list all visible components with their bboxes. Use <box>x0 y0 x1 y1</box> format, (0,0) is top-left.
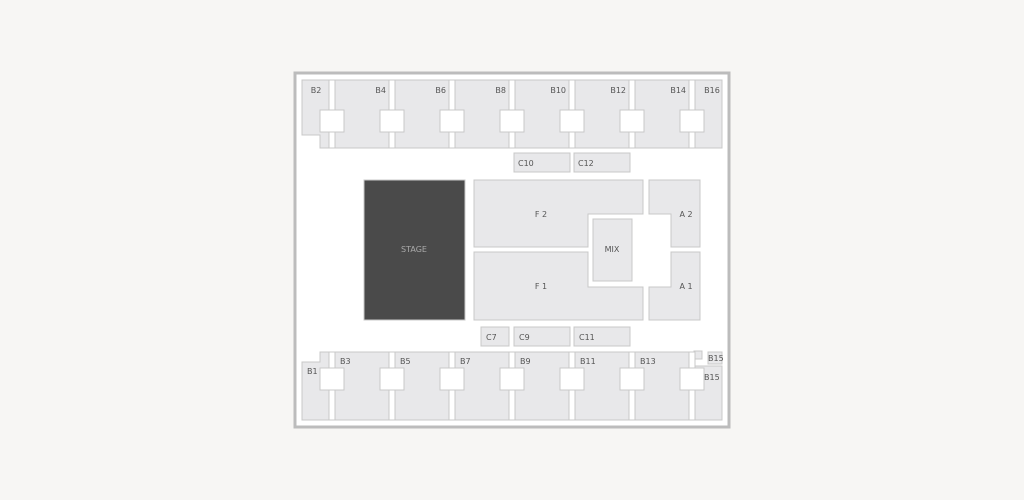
aisle-gap <box>448 79 456 111</box>
aisle-gap <box>508 79 516 111</box>
section-label: A 1 <box>679 282 692 291</box>
aisle-notch <box>679 109 705 133</box>
section-C10[interactable] <box>513 152 571 173</box>
aisle-gap <box>688 131 696 149</box>
aisle-notch <box>499 109 525 133</box>
section-C7[interactable] <box>480 326 510 347</box>
aisle-notch <box>499 367 525 391</box>
section-label: C10 <box>518 159 534 168</box>
section-F1[interactable] <box>473 251 644 321</box>
section-label: B3 <box>340 357 351 366</box>
section-label: B4 <box>375 86 386 95</box>
section-label: B7 <box>460 357 471 366</box>
aisle-gap <box>448 131 456 149</box>
booth-B15[interactable] <box>707 351 723 365</box>
aisle-notch <box>439 109 465 133</box>
section-label: B13 <box>640 357 656 366</box>
section-label: B10 <box>550 86 566 95</box>
aisle-gap <box>568 351 576 369</box>
aisle-gap <box>388 79 396 111</box>
aisle-gap <box>688 389 696 421</box>
section-label: B15 <box>708 354 724 363</box>
section-label: C7 <box>486 333 497 342</box>
section-label: STAGE <box>401 245 427 254</box>
section-label: B12 <box>610 86 626 95</box>
section-label: B16 <box>704 86 720 95</box>
section-A1[interactable] <box>648 251 701 321</box>
aisle-notch <box>619 367 645 391</box>
section-label: B8 <box>495 86 506 95</box>
aisle-gap <box>628 131 636 149</box>
section-label: B5 <box>400 357 411 366</box>
aisle-notch <box>379 109 405 133</box>
aisle-gap <box>448 389 456 421</box>
section-label: B11 <box>580 357 596 366</box>
aisle-gap <box>328 131 336 149</box>
aisle-gap <box>688 79 696 111</box>
section-label: A 2 <box>679 210 692 219</box>
section-label: B9 <box>520 357 531 366</box>
aisle-notch <box>319 109 345 133</box>
section-label: F 1 <box>535 282 547 291</box>
aisle-gap <box>328 351 336 369</box>
aisle-gap <box>568 389 576 421</box>
section-label: B14 <box>670 86 686 95</box>
aisle-notch <box>439 367 465 391</box>
section-label: B15 <box>704 373 720 382</box>
section-label: B6 <box>435 86 446 95</box>
section-C11[interactable] <box>573 326 631 347</box>
section-label: MIX <box>605 245 620 254</box>
section-label: C11 <box>579 333 595 342</box>
aisle-gap <box>628 389 636 421</box>
aisle-gap <box>628 351 636 369</box>
stage[interactable] <box>363 179 466 321</box>
aisle-notch <box>619 109 645 133</box>
aisle-notch <box>319 367 345 391</box>
aisle-gap <box>388 389 396 421</box>
aisle-gap <box>388 351 396 369</box>
aisle-gap <box>508 351 516 369</box>
aisle-gap <box>448 351 456 369</box>
aisle-gap <box>508 131 516 149</box>
aisle-gap <box>508 389 516 421</box>
section-label: C12 <box>578 159 594 168</box>
aisle-notch <box>379 367 405 391</box>
section-C9[interactable] <box>513 326 571 347</box>
section-C12[interactable] <box>573 152 631 173</box>
aisle-gap <box>628 79 636 111</box>
section-F2[interactable] <box>473 179 644 248</box>
aisle-notch <box>559 109 585 133</box>
section-label: F 2 <box>535 210 547 219</box>
section-label: C9 <box>519 333 530 342</box>
aisle-gap <box>688 351 696 369</box>
aisle-gap <box>328 389 336 421</box>
section-A2[interactable] <box>648 179 701 248</box>
aisle-notch <box>559 367 585 391</box>
section-label: B1 <box>307 367 318 376</box>
aisle-notch <box>679 367 705 391</box>
mix-position[interactable] <box>592 218 633 282</box>
aisle-gap <box>568 79 576 111</box>
aisle-gap <box>388 131 396 149</box>
aisle-gap <box>568 131 576 149</box>
section-label: B2 <box>311 86 322 95</box>
aisle-gap <box>328 79 336 111</box>
